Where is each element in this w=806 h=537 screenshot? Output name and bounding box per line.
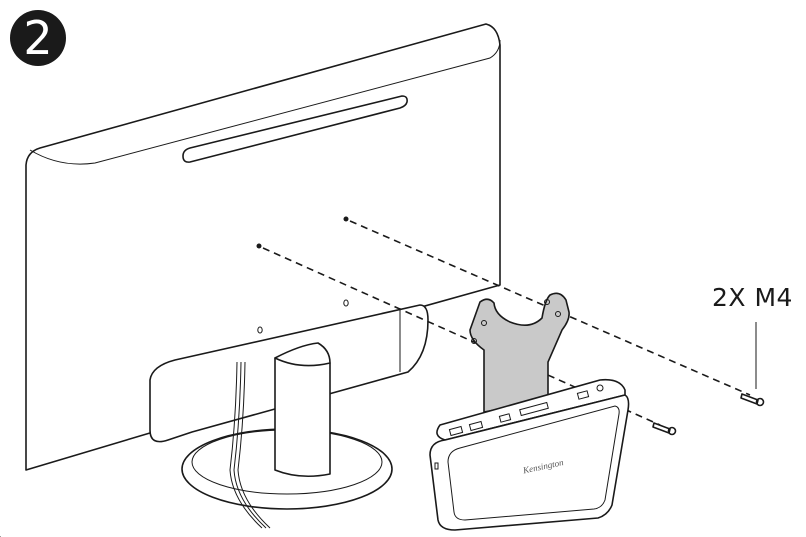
screw-2 — [652, 422, 677, 436]
screw-1 — [740, 393, 765, 407]
cables — [229, 361, 271, 529]
docking-station: Kensington — [429, 378, 630, 531]
screw-callout-label: 2X M4 — [712, 283, 793, 312]
m4-screws — [652, 322, 765, 436]
step-number-badge: 2 — [10, 10, 66, 66]
step-number: 2 — [23, 11, 53, 65]
